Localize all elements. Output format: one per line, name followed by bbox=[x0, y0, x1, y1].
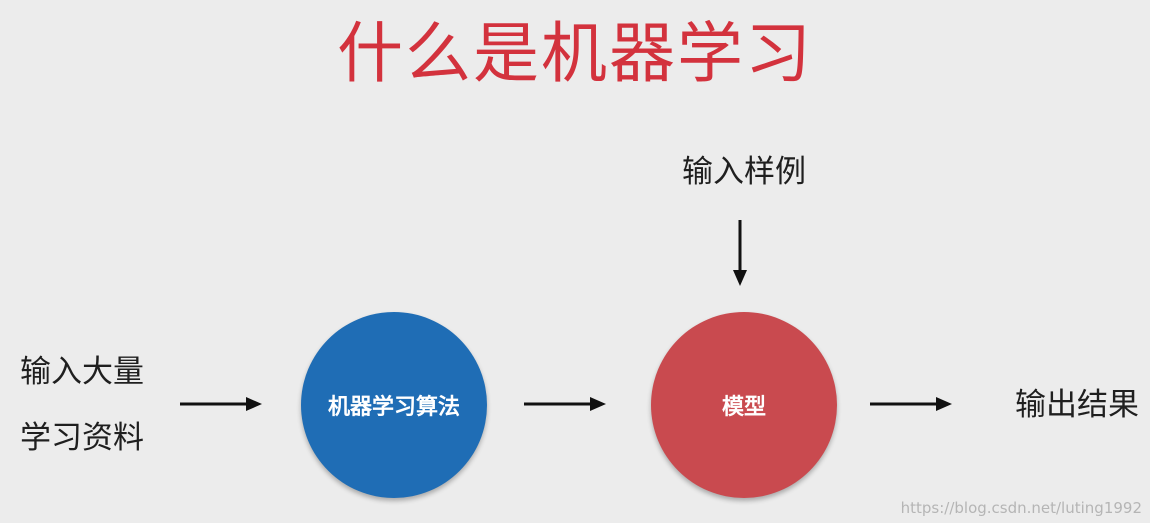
model-node: 模型 bbox=[651, 312, 837, 498]
diagram-title: 什么是机器学习 bbox=[337, 15, 813, 92]
arrow-algorithm-to-model bbox=[524, 397, 606, 411]
output-result-label: 输出结果 bbox=[1015, 387, 1139, 423]
algorithm-node-label: 机器学习算法 bbox=[327, 395, 460, 420]
arrow-input-to-algorithm bbox=[180, 397, 262, 411]
arrow-sample-to-model bbox=[733, 220, 747, 286]
watermark-url: https://blog.csdn.net/luting1992 bbox=[900, 499, 1142, 517]
input-data-label-line1: 输入大量 bbox=[20, 354, 144, 390]
model-node-label: 模型 bbox=[721, 395, 766, 420]
sample-input-label: 输入样例 bbox=[682, 154, 806, 190]
arrow-model-to-output bbox=[870, 397, 952, 411]
input-data-label-line2: 学习资料 bbox=[20, 420, 144, 456]
algorithm-node: 机器学习算法 bbox=[301, 312, 487, 498]
